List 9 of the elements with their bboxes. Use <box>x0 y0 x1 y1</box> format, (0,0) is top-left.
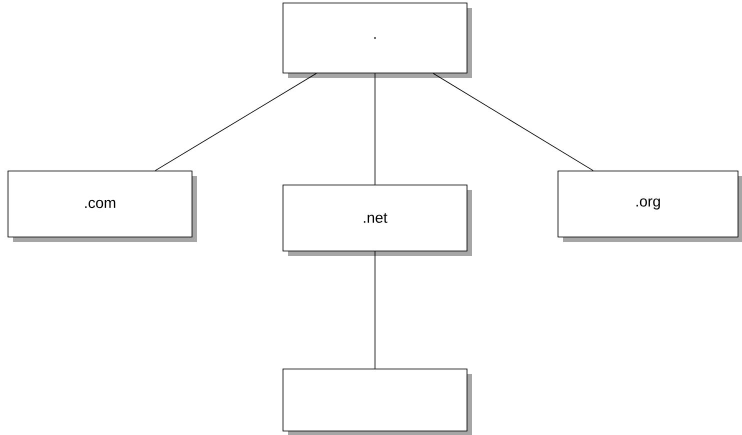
domain-box: .org <box>558 170 742 242</box>
empty-box <box>282 368 472 435</box>
domain-box: .com <box>8 170 197 242</box>
domain-box: .net <box>282 184 472 256</box>
domain-box: . <box>282 2 472 78</box>
connector-line <box>374 72 376 185</box>
connector-line <box>154 72 317 171</box>
connector-line <box>374 250 376 369</box>
connector-line <box>432 72 594 171</box>
